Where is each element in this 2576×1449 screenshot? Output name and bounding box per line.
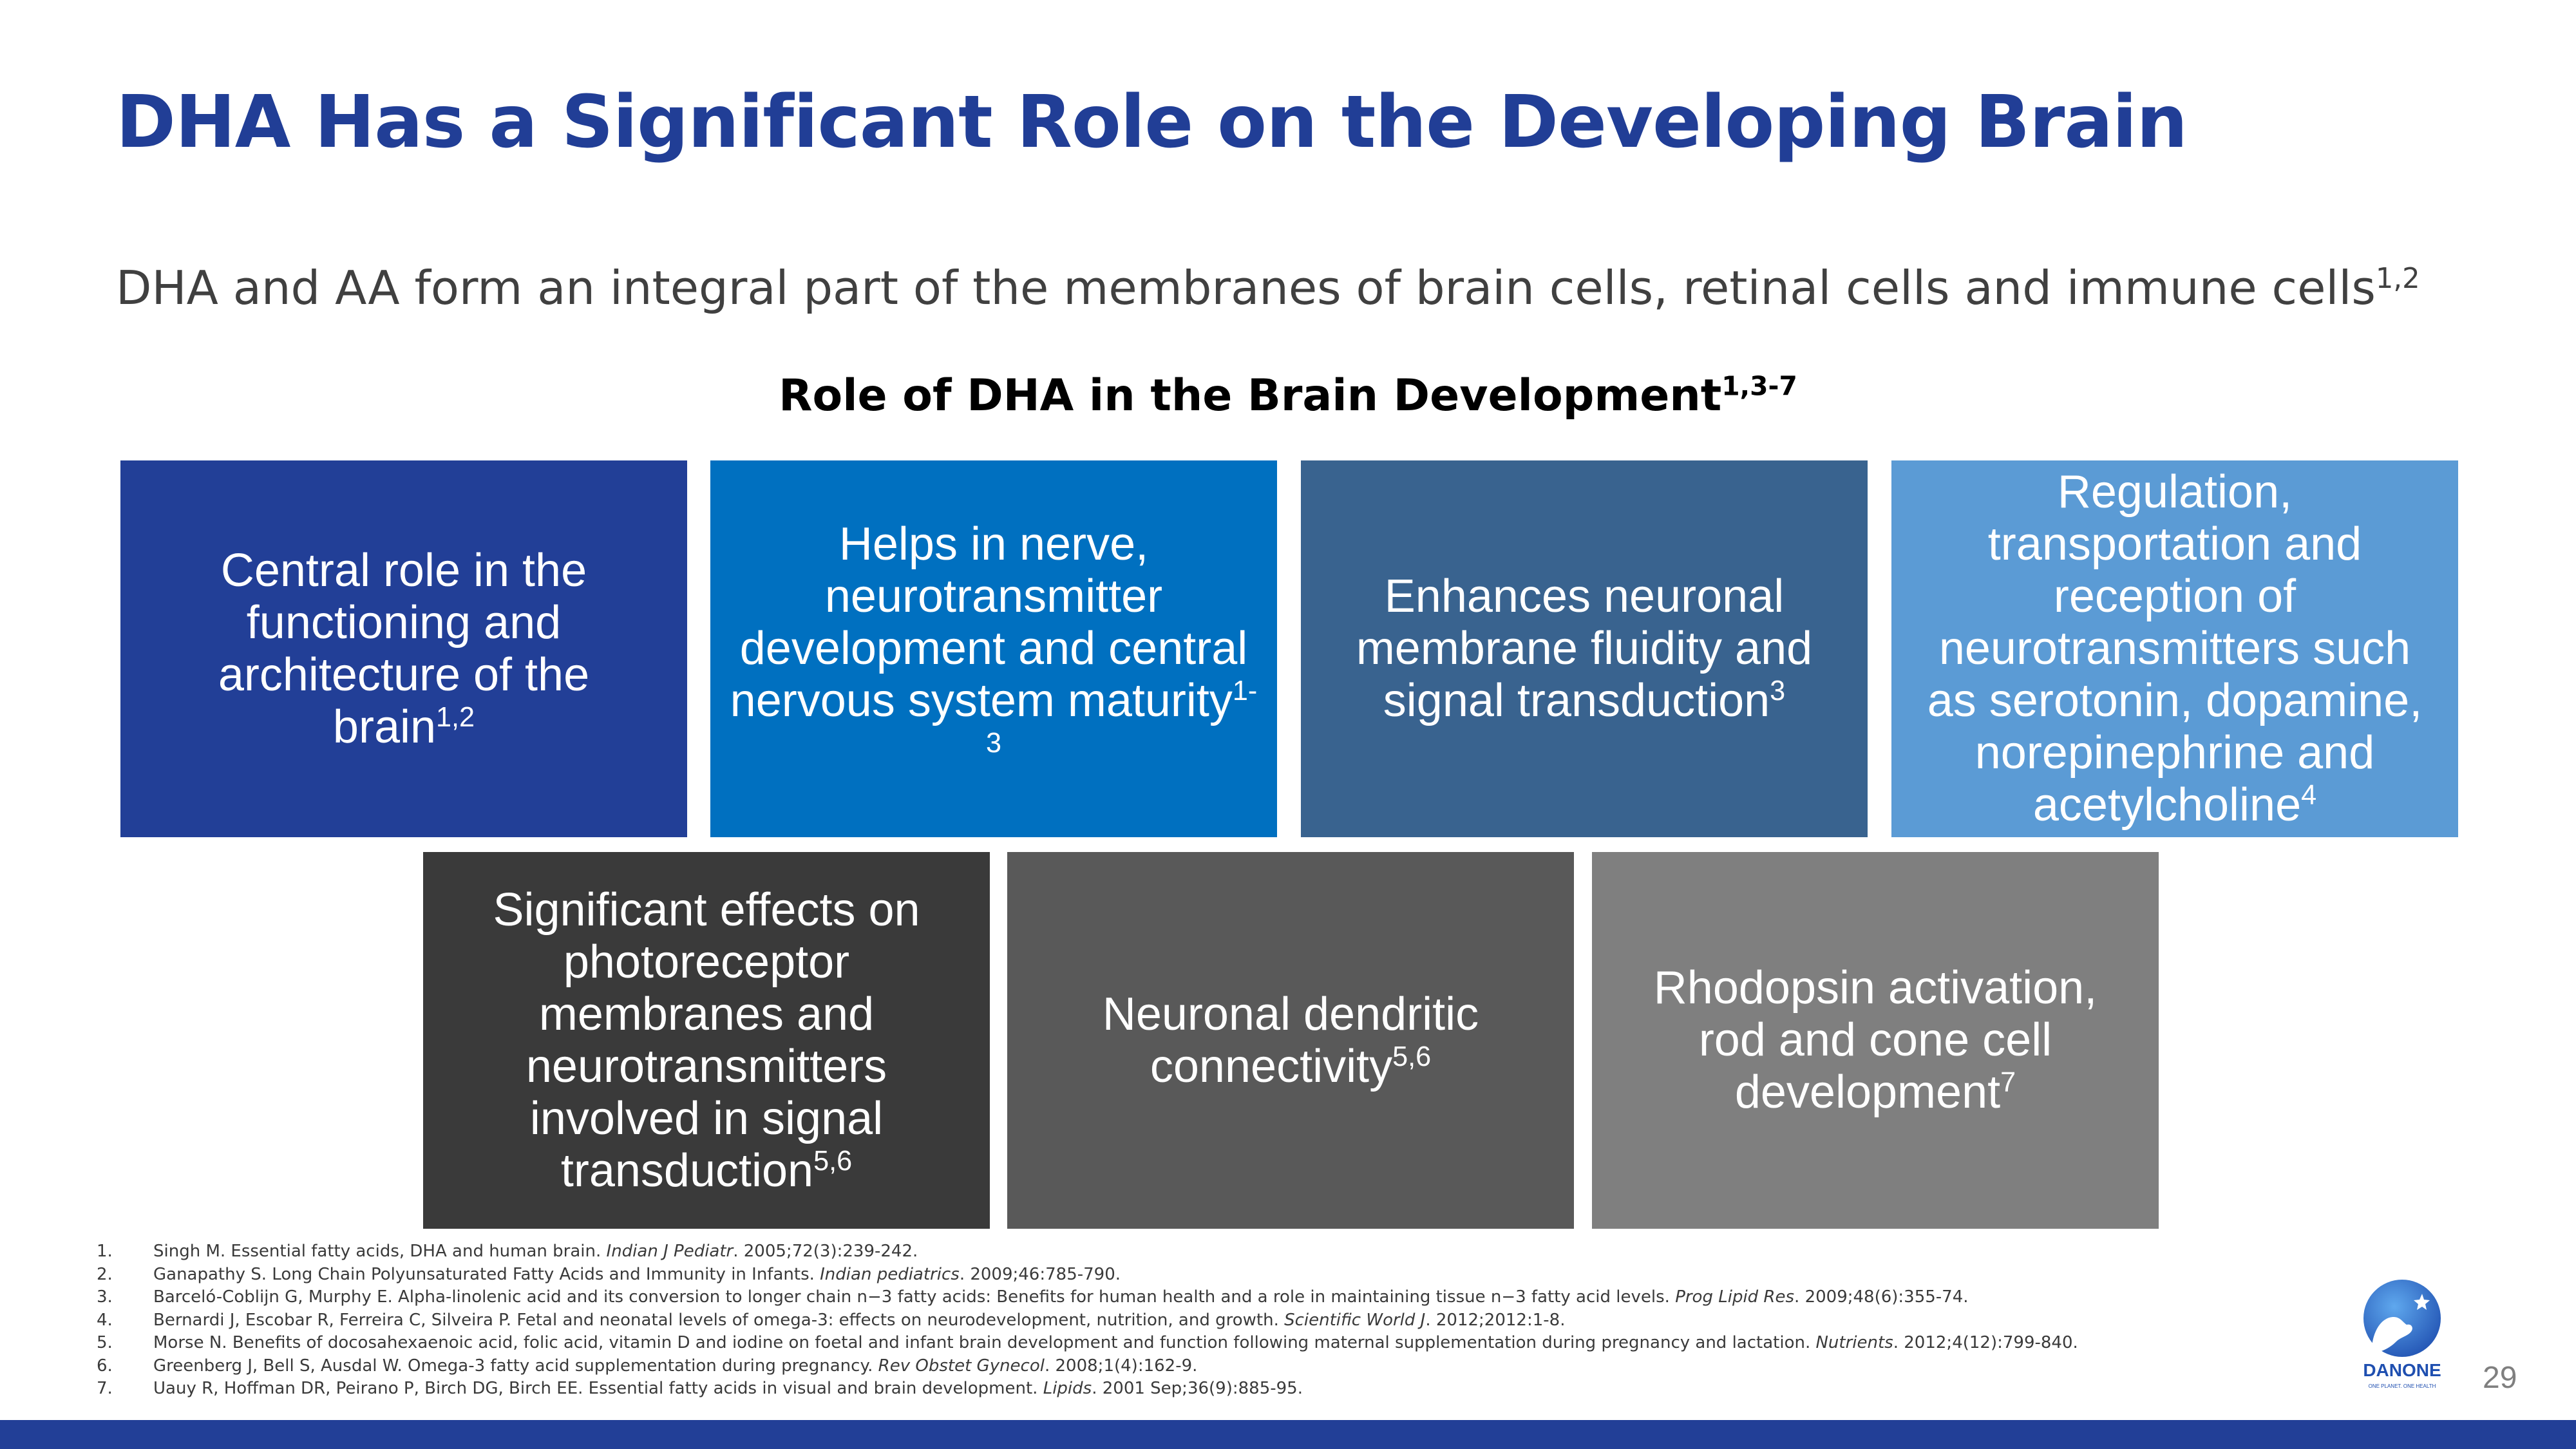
box-citation: 5,6 — [813, 1145, 853, 1177]
logo-tagline: ONE PLANET. ONE HEALTH — [2369, 1383, 2436, 1389]
box-text: Enhances neuronal membrane fluidity and … — [1356, 571, 1813, 726]
role-box-photoreceptor: Significant effects on photoreceptor mem… — [423, 852, 990, 1229]
reference-details: . 2012;4(12):799-840. — [1893, 1333, 2078, 1352]
reference-journal: Prog Lipid Res — [1675, 1287, 1795, 1307]
slide-subtitle: DHA and AA form an integral part of the … — [116, 261, 2420, 315]
subtitle-citation: 1,2 — [2375, 263, 2420, 295]
section-title-citation: 1,3-7 — [1721, 370, 1797, 402]
box-citation: 1,2 — [436, 701, 475, 733]
logo-star-icon — [2414, 1294, 2430, 1310]
reference-number: 6. — [97, 1356, 113, 1376]
reference-text: Greenberg J, Bell S, Ausdal W. Omega-3 f… — [153, 1356, 878, 1376]
reference-text: Barceló-Coblijn G, Murphy E. Alpha-linol… — [153, 1287, 1676, 1307]
role-box-dendritic: Neuronal dendritic connectivity5,6 — [1007, 852, 1574, 1229]
subtitle-text: DHA and AA form an integral part of the … — [116, 261, 2376, 315]
role-box-brain-architecture: Central role in the functioning and arch… — [120, 460, 687, 837]
reference-text: Singh M. Essential fatty acids, DHA and … — [153, 1242, 607, 1261]
section-title-text: Role of DHA in the Brain Development — [779, 370, 1722, 421]
reference-journal: Rev Obstet Gynecol — [878, 1356, 1045, 1376]
logo-brand: DANONE — [2363, 1360, 2441, 1380]
reference-journal: Lipids — [1043, 1379, 1092, 1398]
reference-details: . 2009;48(6):355-74. — [1794, 1287, 1969, 1307]
box-text: Central role in the functioning and arch… — [218, 544, 590, 753]
reference-details: . 2005;72(3):239-242. — [733, 1242, 918, 1261]
reference-item: 6. Greenberg J, Bell S, Ausdal W. Omega-3… — [97, 1355, 2351, 1378]
box-citation: 7 — [2000, 1067, 2016, 1098]
danone-logo: DANONE ONE PLANET. ONE HEALTH — [2363, 1280, 2441, 1389]
reference-journal: Scientific World J — [1284, 1310, 1426, 1330]
reference-text: Bernardi J, Escobar R, Ferreira C, Silve… — [153, 1310, 1285, 1330]
section-title: Role of DHA in the Brain Development1,3-… — [0, 370, 2576, 421]
reference-number: 7. — [97, 1379, 113, 1398]
slide-title: DHA Has a Significant Role on the Develo… — [116, 80, 2188, 164]
role-box-rhodopsin: Rhodopsin activation, rod and cone cell … — [1592, 852, 2159, 1229]
reference-text: Morse N. Benefits of docosahexaenoic aci… — [153, 1333, 1816, 1352]
page-number: 29 — [2483, 1361, 2517, 1395]
box-citation: 4 — [2301, 780, 2317, 811]
reference-item: 4. Bernardi J, Escobar R, Ferreira C, Sil… — [97, 1309, 2351, 1332]
role-box-nerve-development: Helps in nerve, neurotransmitter develop… — [710, 460, 1277, 837]
box-citation: 1-3 — [985, 676, 1258, 759]
reference-number: 3. — [97, 1287, 113, 1307]
reference-item: 3. Barceló-Coblijn G, Murphy E. Alpha-lin… — [97, 1286, 2351, 1309]
footer-bar — [0, 1420, 2576, 1449]
box-text: Regulation, transportation and reception… — [1927, 466, 2423, 831]
reference-item: 7. Uauy R, Hoffman DR, Peirano P, Birch D… — [97, 1378, 2351, 1401]
logo-child-silhouette — [2372, 1317, 2412, 1352]
box-citation: 3 — [1770, 676, 1786, 706]
box-text: Significant effects on photoreceptor mem… — [493, 884, 920, 1197]
reference-item: 2. Ganapathy S. Long Chain Polyunsaturate… — [97, 1264, 2351, 1287]
box-citation: 5,6 — [1392, 1041, 1432, 1072]
reference-number: 5. — [97, 1333, 113, 1352]
reference-journal: Indian J Pediatr — [606, 1242, 734, 1261]
box-text: Neuronal dendritic connectivity — [1102, 988, 1479, 1092]
reference-details: . 2001 Sep;36(9):885-95. — [1092, 1379, 1303, 1398]
reference-number: 2. — [97, 1264, 113, 1284]
reference-text: Uauy R, Hoffman DR, Peirano P, Birch DG,… — [153, 1379, 1043, 1398]
role-box-membrane-fluidity: Enhances neuronal membrane fluidity and … — [1301, 460, 1868, 837]
reference-details: . 2012;2012:1-8. — [1425, 1310, 1566, 1330]
reference-details: . 2008;1(4):162-9. — [1044, 1356, 1198, 1376]
reference-number: 1. — [97, 1242, 113, 1261]
box-text: Rhodopsin activation, rod and cone cell … — [1653, 962, 2098, 1118]
reference-journal: Nutrients — [1815, 1333, 1893, 1352]
references-list: 1. Singh M. Essential fatty acids, DHA an… — [97, 1240, 2351, 1401]
reference-item: 5. Morse N. Benefits of docosahexaenoic a… — [97, 1332, 2351, 1355]
reference-journal: Indian pediatrics — [820, 1264, 960, 1284]
reference-text: Ganapathy S. Long Chain Polyunsaturated … — [153, 1264, 820, 1284]
reference-item: 1. Singh M. Essential fatty acids, DHA an… — [97, 1240, 2351, 1264]
role-box-neurotransmitters: Regulation, transportation and reception… — [1891, 460, 2458, 837]
box-text: Helps in nerve, neurotransmitter develop… — [730, 518, 1248, 726]
reference-number: 4. — [97, 1310, 113, 1330]
reference-details: . 2009;46:785-790. — [959, 1264, 1121, 1284]
